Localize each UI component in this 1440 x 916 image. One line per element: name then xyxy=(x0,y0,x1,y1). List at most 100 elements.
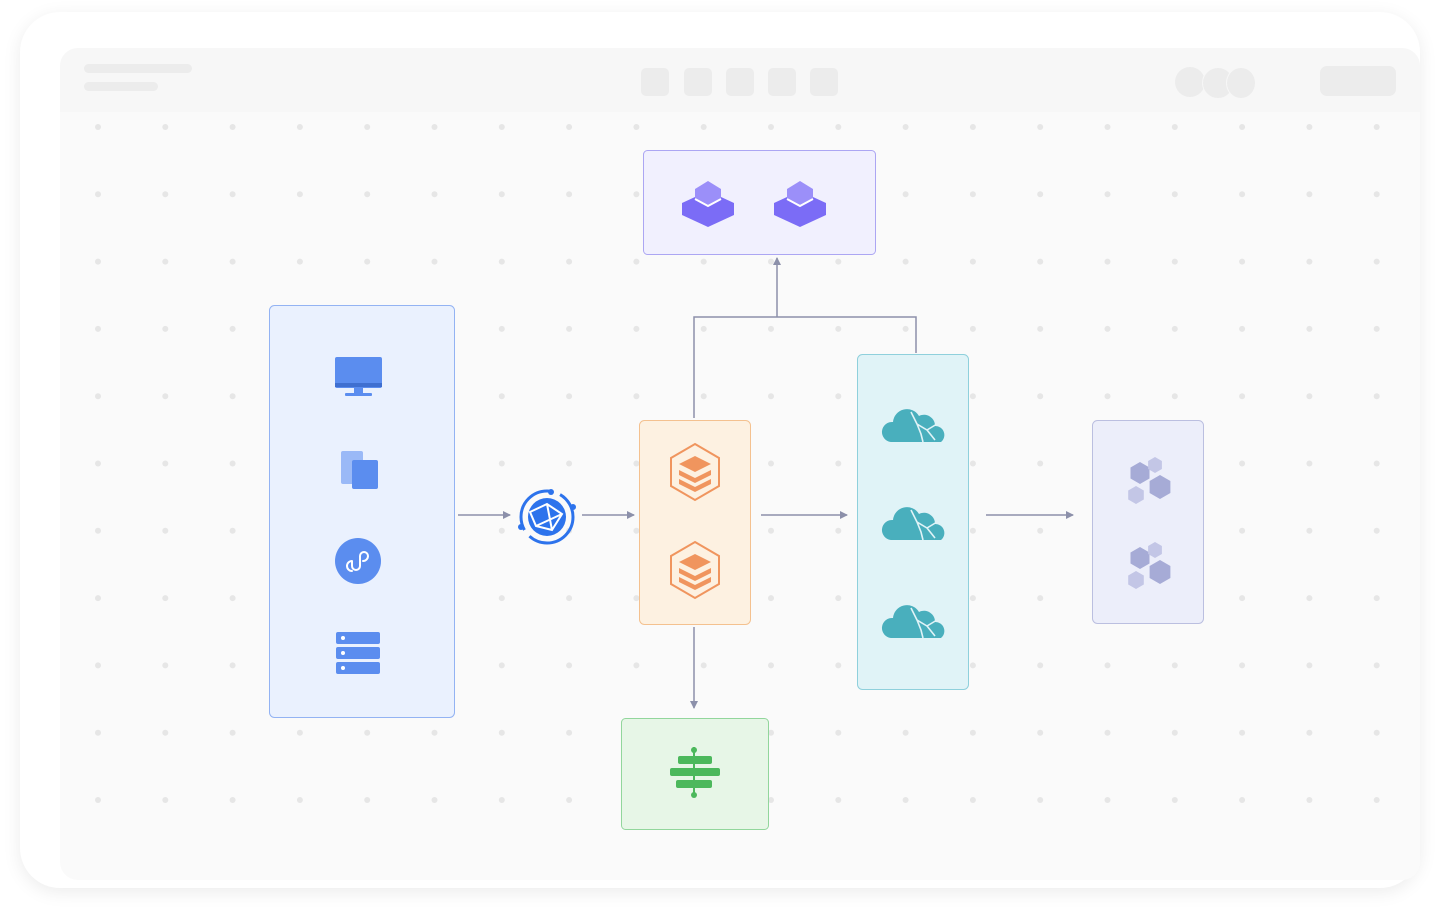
grid-dot xyxy=(229,258,236,265)
tool-button[interactable] xyxy=(810,68,838,96)
tool-button[interactable] xyxy=(726,68,754,96)
grid-dot xyxy=(95,662,101,669)
grid-dot xyxy=(768,595,774,602)
grid-dot xyxy=(1037,124,1044,130)
grid-dot xyxy=(296,729,303,736)
grid-dot xyxy=(95,191,101,198)
pipeline-group[interactable] xyxy=(621,718,769,830)
grid-dot xyxy=(1037,662,1044,669)
grid-dot xyxy=(633,662,640,669)
grid-dot xyxy=(1373,662,1380,669)
grid-dot xyxy=(1306,325,1313,332)
grid-dot xyxy=(498,797,505,803)
subtitle-placeholder xyxy=(84,82,158,91)
grid-dot xyxy=(1037,797,1044,803)
grid-dot xyxy=(229,325,236,332)
grid-dot xyxy=(498,325,505,332)
grid-dot xyxy=(1239,258,1246,265)
grid-dot xyxy=(229,729,236,736)
grid-dot xyxy=(1037,595,1044,602)
grid-dot xyxy=(162,258,169,265)
grid-dot xyxy=(1239,124,1246,130)
grid-dot xyxy=(1171,124,1178,130)
grid-dot xyxy=(1306,191,1313,198)
grid-dot xyxy=(902,124,909,130)
grid-dot xyxy=(969,797,976,803)
cloud-network-icon xyxy=(881,507,945,541)
grid-dot xyxy=(1171,393,1178,400)
grid-dot xyxy=(835,124,842,130)
grid-dot xyxy=(835,258,842,265)
tool-button[interactable] xyxy=(684,68,712,96)
grid-dot xyxy=(95,729,101,736)
grid-dot xyxy=(1037,393,1044,400)
grid-dot xyxy=(768,124,774,130)
grid-dot xyxy=(633,595,640,602)
grid-dot xyxy=(498,258,505,265)
share-button[interactable] xyxy=(1320,66,1396,96)
grid-dot xyxy=(1373,460,1380,467)
cluster-box xyxy=(1092,420,1204,624)
grid-dot xyxy=(969,527,976,534)
grid-dot xyxy=(95,527,101,534)
grid-dot xyxy=(431,797,438,803)
grid-dot xyxy=(162,325,169,332)
tool-button[interactable] xyxy=(768,68,796,96)
mini-program-icon xyxy=(335,538,381,584)
grid-dot xyxy=(835,797,842,803)
grid-dot xyxy=(1104,325,1111,332)
clouds-group[interactable] xyxy=(857,354,969,690)
avatar xyxy=(1175,67,1205,97)
clients-box xyxy=(269,305,455,718)
grid-dot xyxy=(1239,662,1246,669)
grid-dot xyxy=(229,393,236,400)
grid-dot xyxy=(969,729,976,736)
grid-dot xyxy=(1104,662,1111,669)
grid-dot xyxy=(633,325,640,332)
services-box xyxy=(639,420,751,625)
grid-dot xyxy=(1037,325,1044,332)
grid-dot xyxy=(969,325,976,332)
grid-dot xyxy=(566,124,573,130)
grid-dot xyxy=(768,460,774,467)
grid-dot xyxy=(498,124,505,130)
connectors xyxy=(458,257,1074,709)
grid-dot xyxy=(1239,729,1246,736)
grid-dot xyxy=(1306,258,1313,265)
grid-dot xyxy=(768,258,774,265)
grid-dot xyxy=(498,393,505,400)
grid-dot xyxy=(1239,527,1246,534)
grid-dot xyxy=(566,797,573,803)
monitor-icon xyxy=(335,357,382,396)
tool-button[interactable] xyxy=(641,68,669,96)
clients-group[interactable] xyxy=(269,305,455,718)
grid-dot xyxy=(1373,325,1380,332)
grid-dot xyxy=(229,460,236,467)
grid-dot xyxy=(498,460,505,467)
grid-dot xyxy=(162,527,169,534)
cluster-group[interactable] xyxy=(1092,420,1204,624)
services-group[interactable] xyxy=(639,420,751,625)
grid-dot xyxy=(566,729,573,736)
grid-dot xyxy=(498,595,505,602)
grid-dot xyxy=(162,797,169,803)
grid-dot xyxy=(1037,460,1044,467)
grid-dot xyxy=(296,191,303,198)
grid-dot xyxy=(1104,258,1111,265)
avatar xyxy=(1226,67,1256,99)
grid-dot xyxy=(566,258,573,265)
grid-dot xyxy=(902,258,909,265)
globe-network-icon[interactable] xyxy=(518,489,576,545)
grid-dot xyxy=(229,595,236,602)
grid-dot xyxy=(1239,595,1246,602)
grid-dot xyxy=(364,729,371,736)
cloud-network-icon xyxy=(881,605,945,639)
cloud-network-icon xyxy=(881,409,945,443)
grid-dot xyxy=(566,662,573,669)
grid-dot xyxy=(700,662,707,669)
grid-dot xyxy=(95,325,101,332)
grid-dot xyxy=(768,729,774,736)
grid-dot xyxy=(296,124,303,130)
top-group[interactable] xyxy=(643,150,876,255)
